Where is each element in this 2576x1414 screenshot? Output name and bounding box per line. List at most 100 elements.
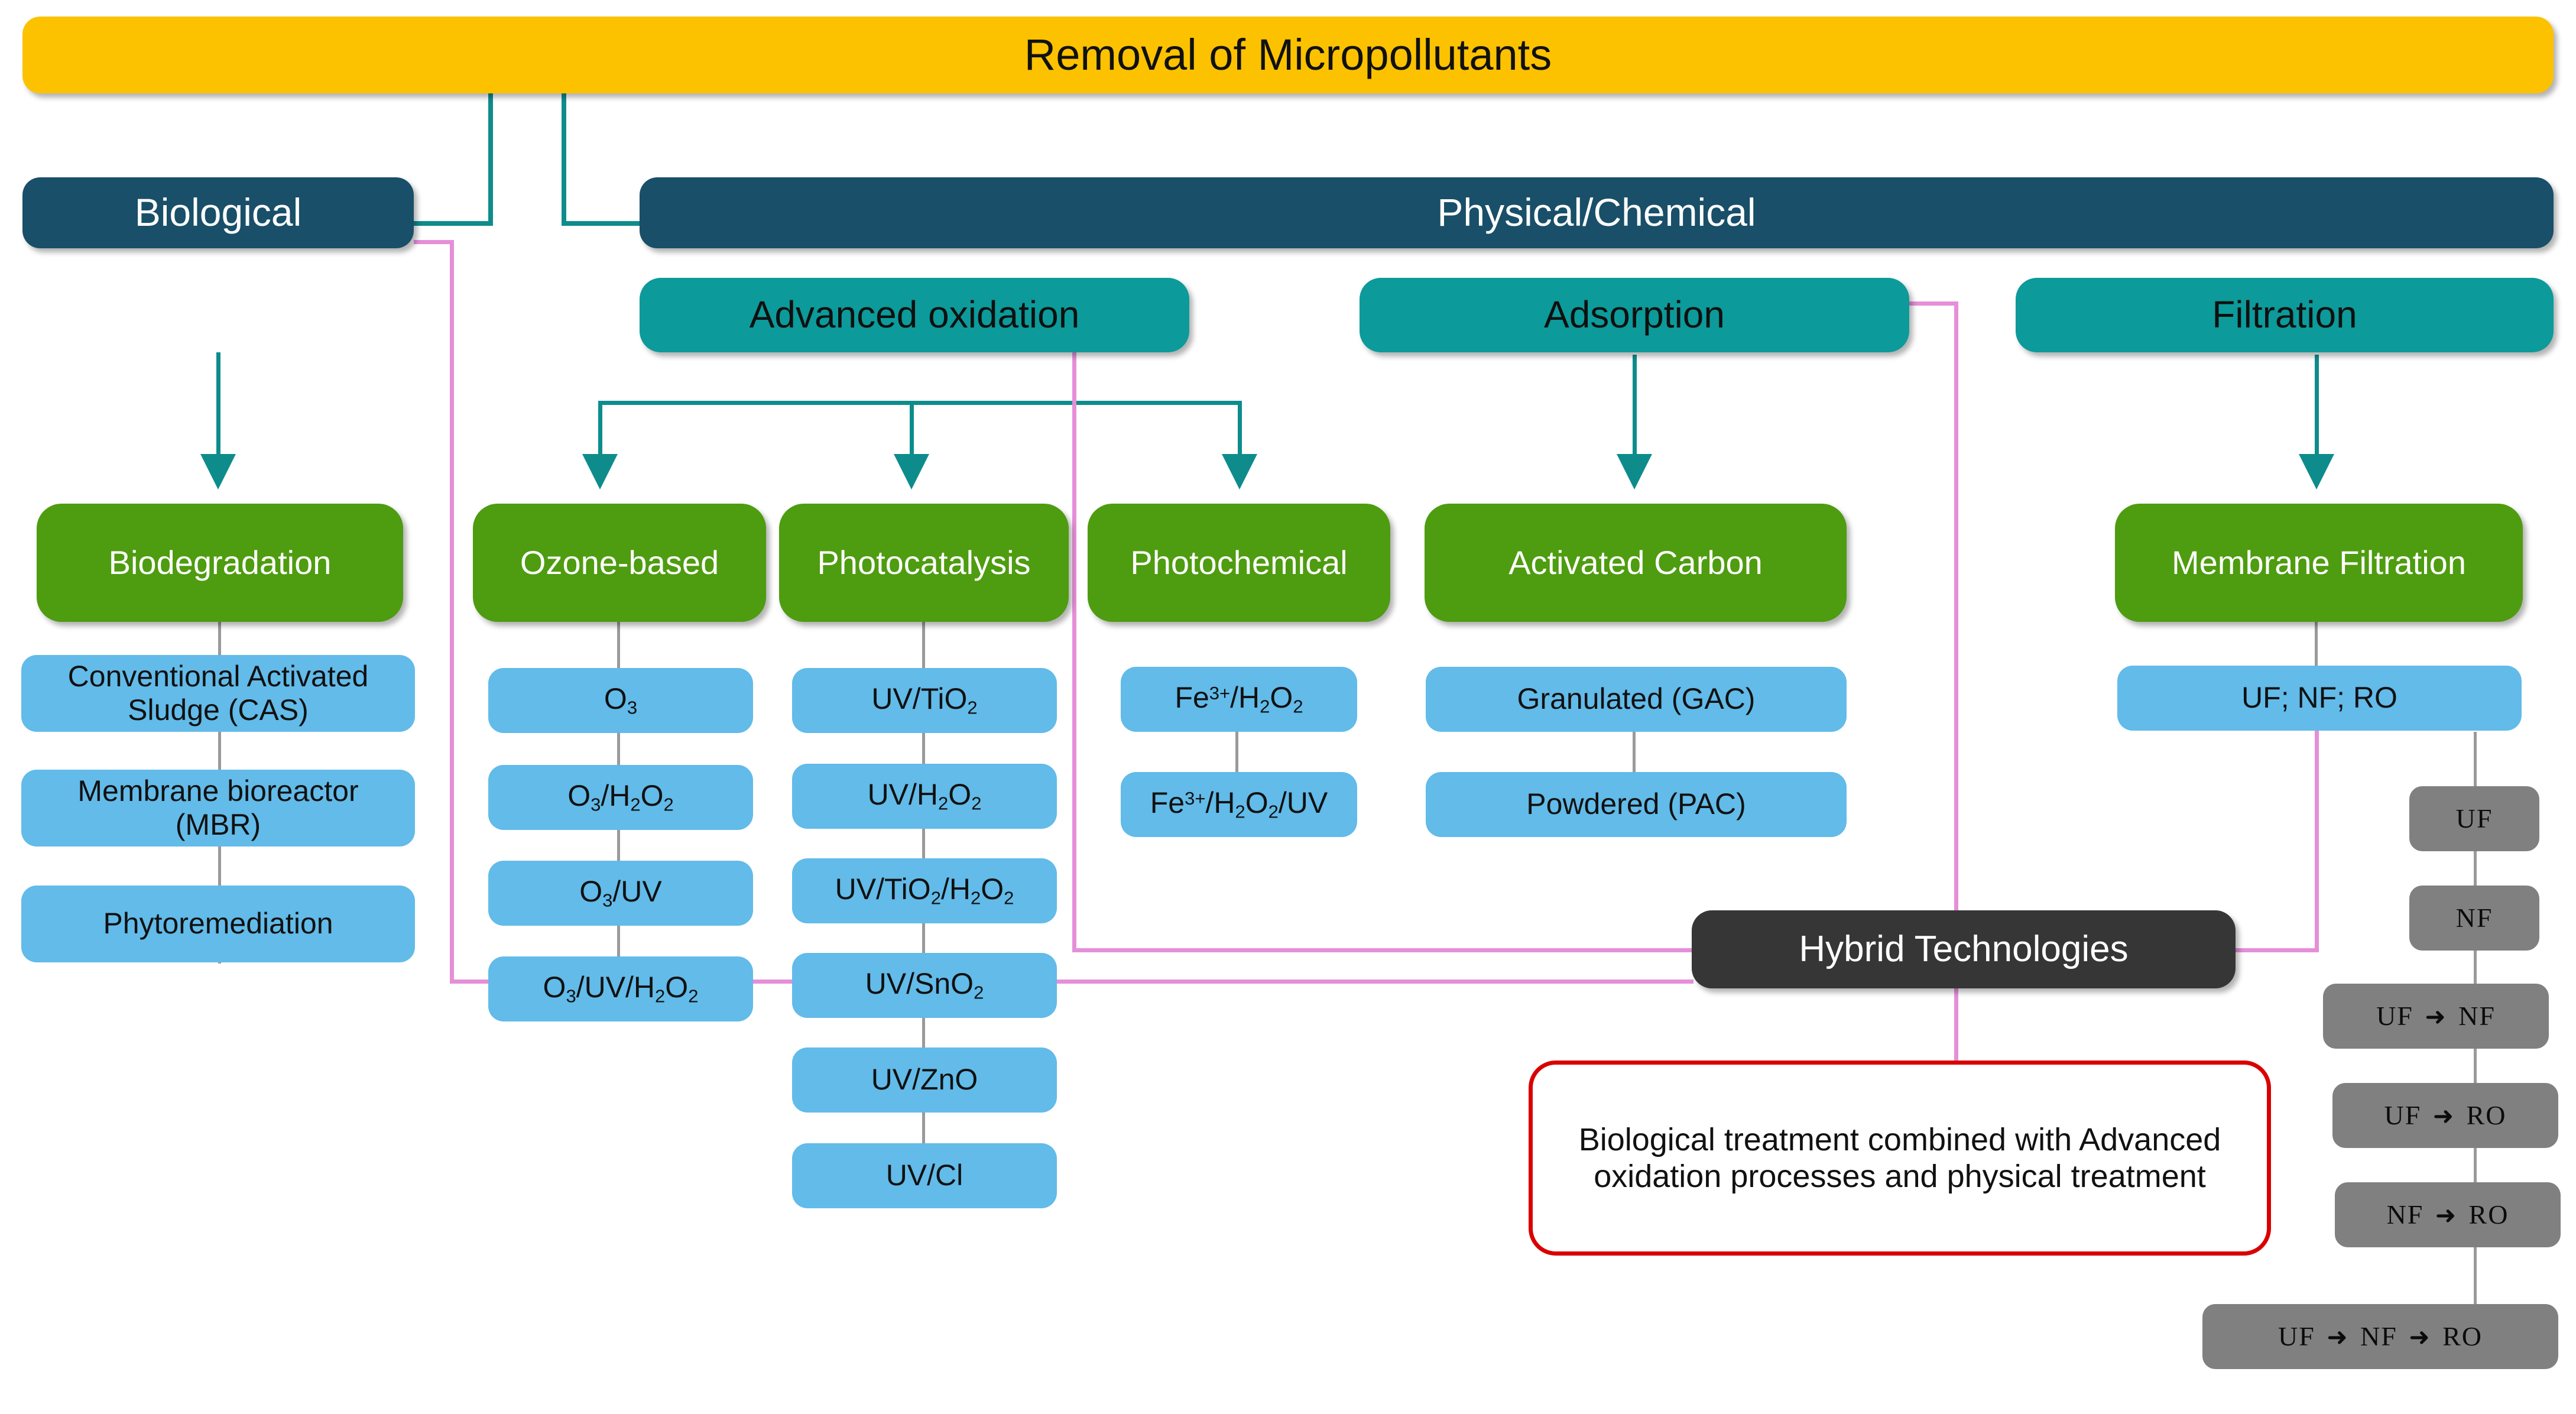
hybrid-link-membrane-h (2234, 948, 2319, 952)
leaf-phytoremediation-label: Phytoremediation (103, 907, 333, 940)
hybrid-link-aox-h (1072, 948, 1693, 952)
leaf-fe3-h2o2-uv-label: Fe3+/H2O2/UV (1150, 786, 1328, 823)
leaf-uv-cl-label: UV/Cl (885, 1159, 963, 1192)
hybrid-technologies-box[interactable]: Hybrid Technologies (1692, 910, 2236, 988)
leaf-o3-uv[interactable]: O3/UV (488, 861, 753, 926)
leaf-gac-label: Granulated (GAC) (1517, 682, 1756, 716)
leaf-uf-nf-ro[interactable]: UF; NF; RO (2117, 666, 2522, 731)
connector-biological-to-biodegradation (216, 352, 220, 465)
leaf-o3[interactable]: O3 (488, 668, 753, 733)
leaf-o3-uv-label: O3/UV (579, 875, 662, 912)
branch-physical-chemical[interactable]: Physical/Chemical (640, 177, 2554, 248)
connector-root-to-biological-vertical (488, 93, 493, 225)
leaf-pac[interactable]: Powdered (PAC) (1426, 772, 1847, 837)
leaf-fe3-h2o2[interactable]: Fe3+/H2O2 (1121, 667, 1357, 732)
leaf-uv-cl[interactable]: UV/Cl (792, 1143, 1057, 1208)
group-ozone-based[interactable]: Ozone-based (473, 504, 766, 622)
arrow-right-icon: ➜ (2327, 1322, 2349, 1351)
leaf-o3-uv-h2o2-label: O3/UV/H2O2 (543, 971, 699, 1007)
leaf-uf-nf-ro-label: UF; NF; RO (2241, 681, 2397, 715)
leaf-mbr-label: Membrane bioreactor(MBR) (77, 774, 359, 842)
leaf-uv-tio2[interactable]: UV/TiO2 (792, 668, 1057, 733)
leaf-uv-sno2[interactable]: UV/SnO2 (792, 953, 1057, 1018)
connector-adsorption-to-activated-carbon (1633, 355, 1637, 465)
leaf-phytoremediation[interactable]: Phytoremediation (21, 886, 415, 962)
hybrid-link-biological-v (450, 240, 454, 984)
spine-photochemical (1235, 732, 1238, 774)
hybrid-link-adsorption-h1 (1893, 301, 1958, 306)
leaf-uv-zno-label: UV/ZnO (871, 1063, 978, 1097)
category-advanced-oxidation[interactable]: Advanced oxidation (640, 278, 1189, 352)
group-biodegradation[interactable]: Biodegradation (37, 504, 403, 622)
arrow-right-icon: ➜ (2409, 1322, 2431, 1351)
group-photocatalysis[interactable]: Photocatalysis (779, 504, 1069, 622)
group-activated-carbon[interactable]: Activated Carbon (1425, 504, 1847, 622)
membrane-combo-nf[interactable]: NF (2409, 886, 2539, 951)
group-membrane-filtration[interactable]: Membrane Filtration (2115, 504, 2523, 622)
membrane-combo-nf-label: NF (2455, 902, 2493, 933)
arrow-right-icon: ➜ (2435, 1200, 2458, 1230)
leaf-uv-tio2-label: UV/TiO2 (871, 682, 978, 719)
hybrid-note-box: Biological treatment combined with Advan… (1529, 1060, 2271, 1256)
membrane-combo-uf-ro-label: UF ➜ RO (2384, 1100, 2507, 1130)
membrane-combo-uf-nf-label: UF ➜ NF (2376, 1000, 2496, 1031)
category-filtration[interactable]: Filtration (2016, 278, 2554, 352)
connector-aox-to-photocatalysis (910, 401, 914, 466)
leaf-fe3-h2o2-uv[interactable]: Fe3+/H2O2/UV (1121, 772, 1357, 837)
category-adsorption-label: Adsorption (1544, 293, 1725, 336)
leaf-fe3-h2o2-label: Fe3+/H2O2 (1175, 681, 1303, 718)
membrane-combo-uf-nf[interactable]: UF ➜ NF (2323, 984, 2549, 1049)
leaf-uv-h2o2-label: UV/H2O2 (867, 778, 982, 815)
spine-activated-carbon (1633, 732, 1636, 774)
membrane-combo-uf[interactable]: UF (2409, 786, 2539, 851)
leaf-o3-label: O3 (604, 682, 638, 719)
connector-aox-bus (600, 401, 1242, 405)
group-photochemical[interactable]: Photochemical (1088, 504, 1390, 622)
category-adsorption[interactable]: Adsorption (1360, 278, 1909, 352)
group-photocatalysis-label: Photocatalysis (817, 543, 1031, 581)
membrane-combo-nf-ro[interactable]: NF ➜ RO (2335, 1182, 2561, 1247)
leaf-o3-h2o2[interactable]: O3/H2O2 (488, 765, 753, 830)
membrane-combo-nf-ro-label: NF ➜ RO (2386, 1199, 2509, 1230)
connector-aox-to-ozone (598, 401, 602, 466)
leaf-uv-tio2-h2o2[interactable]: UV/TiO2/H2O2 (792, 858, 1057, 923)
hybrid-link-adsorption-v (1954, 301, 1958, 952)
branch-biological-label: Biological (134, 190, 302, 235)
hybrid-link-biological-h2 (450, 980, 1693, 984)
group-biodegradation-label: Biodegradation (108, 543, 332, 581)
leaf-uv-h2o2[interactable]: UV/H2O2 (792, 764, 1057, 829)
arrow-right-icon: ➜ (2432, 1101, 2455, 1130)
leaf-uv-zno[interactable]: UV/ZnO (792, 1047, 1057, 1113)
spine-membrane-top (2315, 622, 2318, 673)
hybrid-link-membrane-v (2315, 703, 2319, 952)
branch-physical-chemical-label: Physical/Chemical (1437, 190, 1756, 235)
leaf-pac-label: Powdered (PAC) (1526, 787, 1746, 821)
connector-root-to-physical-vertical (562, 93, 566, 225)
category-filtration-label: Filtration (2212, 293, 2357, 336)
leaf-gac[interactable]: Granulated (GAC) (1426, 667, 1847, 732)
connector-aox-to-photochemical (1238, 401, 1242, 466)
root-title-label: Removal of Micropollutants (1024, 30, 1552, 80)
membrane-combo-uf-nf-ro-label: UF ➜ NF ➜ RO (2278, 1321, 2483, 1351)
hybrid-link-biological-h1 (414, 240, 454, 244)
connector-root-to-biological-horizontal (414, 221, 493, 226)
connector-filtration-to-membrane (2315, 355, 2319, 465)
arrow-right-icon: ➜ (2425, 1001, 2447, 1031)
leaf-mbr[interactable]: Membrane bioreactor(MBR) (21, 770, 415, 847)
membrane-combo-uf-ro[interactable]: UF ➜ RO (2332, 1083, 2558, 1148)
hybrid-link-aox-v (1072, 352, 1076, 952)
branch-biological[interactable]: Biological (22, 177, 414, 248)
membrane-combo-uf-label: UF (2455, 803, 2493, 834)
group-membrane-filtration-label: Membrane Filtration (2172, 543, 2466, 581)
root-title-banner: Removal of Micropollutants (22, 17, 2554, 93)
hybrid-note-text: Biological treatment combined with Advan… (1578, 1121, 2221, 1194)
hybrid-link-to-note (1954, 988, 1958, 1060)
membrane-combo-uf-nf-ro[interactable]: UF ➜ NF ➜ RO (2202, 1304, 2558, 1369)
group-photochemical-label: Photochemical (1130, 543, 1348, 581)
leaf-o3-uv-h2o2[interactable]: O3/UV/H2O2 (488, 956, 753, 1021)
group-activated-carbon-label: Activated Carbon (1508, 543, 1763, 581)
category-advanced-oxidation-label: Advanced oxidation (749, 293, 1080, 336)
